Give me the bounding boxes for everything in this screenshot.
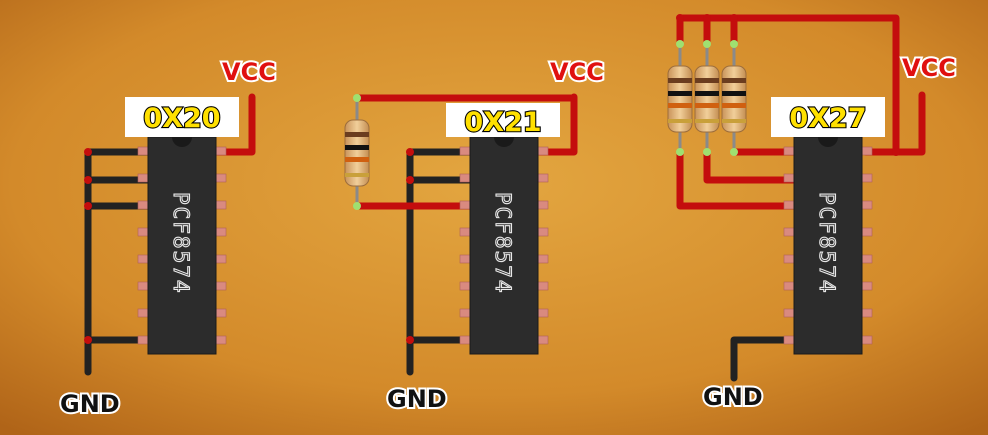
junction — [703, 14, 711, 22]
chip-notch — [494, 137, 514, 147]
chip-pcf8574: PCF8574 — [459, 136, 549, 355]
gnd-label: GND — [387, 385, 447, 413]
chip-pcf8574: PCF8574 — [137, 136, 227, 355]
junction — [84, 148, 92, 156]
vcc-label: VCC — [222, 58, 276, 86]
address-label: 0X20 — [143, 103, 220, 134]
address-label-box — [446, 103, 560, 137]
address-label-box — [125, 97, 239, 137]
wire-vcc — [353, 94, 578, 156]
pullup-resistor-a2 — [667, 40, 693, 156]
chip-label: PCF8574 — [491, 192, 515, 295]
chip-notch — [818, 137, 838, 147]
address-label-box — [771, 97, 885, 137]
pullup-resistor — [344, 94, 370, 210]
chip-notch — [172, 137, 192, 147]
chip-body — [793, 136, 863, 355]
junction — [84, 336, 92, 344]
address-label: 0X21 — [464, 107, 541, 138]
junction — [730, 14, 738, 22]
junction — [892, 148, 900, 156]
chip-label: PCF8574 — [169, 192, 193, 295]
vcc-label: VCC — [902, 54, 956, 82]
wire-vcc — [892, 91, 926, 156]
gnd-label: GND — [703, 383, 763, 411]
junction — [406, 148, 414, 156]
junction — [84, 176, 92, 184]
junction — [84, 202, 92, 210]
vcc-label: VCC — [550, 58, 604, 86]
pullup-resistor-a1 — [694, 40, 720, 156]
wire-a1-pullup — [703, 148, 798, 184]
chip-body — [147, 136, 217, 355]
chip-label: PCF8574 — [815, 192, 839, 295]
junction — [406, 336, 414, 344]
chip-pcf8574: PCF8574 — [783, 136, 873, 355]
wire-a2-pullup — [676, 148, 798, 210]
wire-vcc-bus — [676, 14, 900, 156]
module-0x27: PCF8574 0X27 VCC GND — [667, 14, 958, 413]
junction — [406, 176, 414, 184]
wire-vcc — [214, 93, 256, 156]
gnd-label: GND — [60, 390, 120, 418]
address-label: 0X27 — [789, 103, 866, 134]
module-0x20: PCF8574 0X20 VCC GND — [58, 56, 278, 420]
module-0x21: PCF8574 0X21 VCC GND — [344, 56, 606, 415]
wire-vss-gnd — [730, 336, 798, 382]
pullup-resistor-a0 — [721, 40, 747, 156]
junction — [676, 14, 684, 22]
